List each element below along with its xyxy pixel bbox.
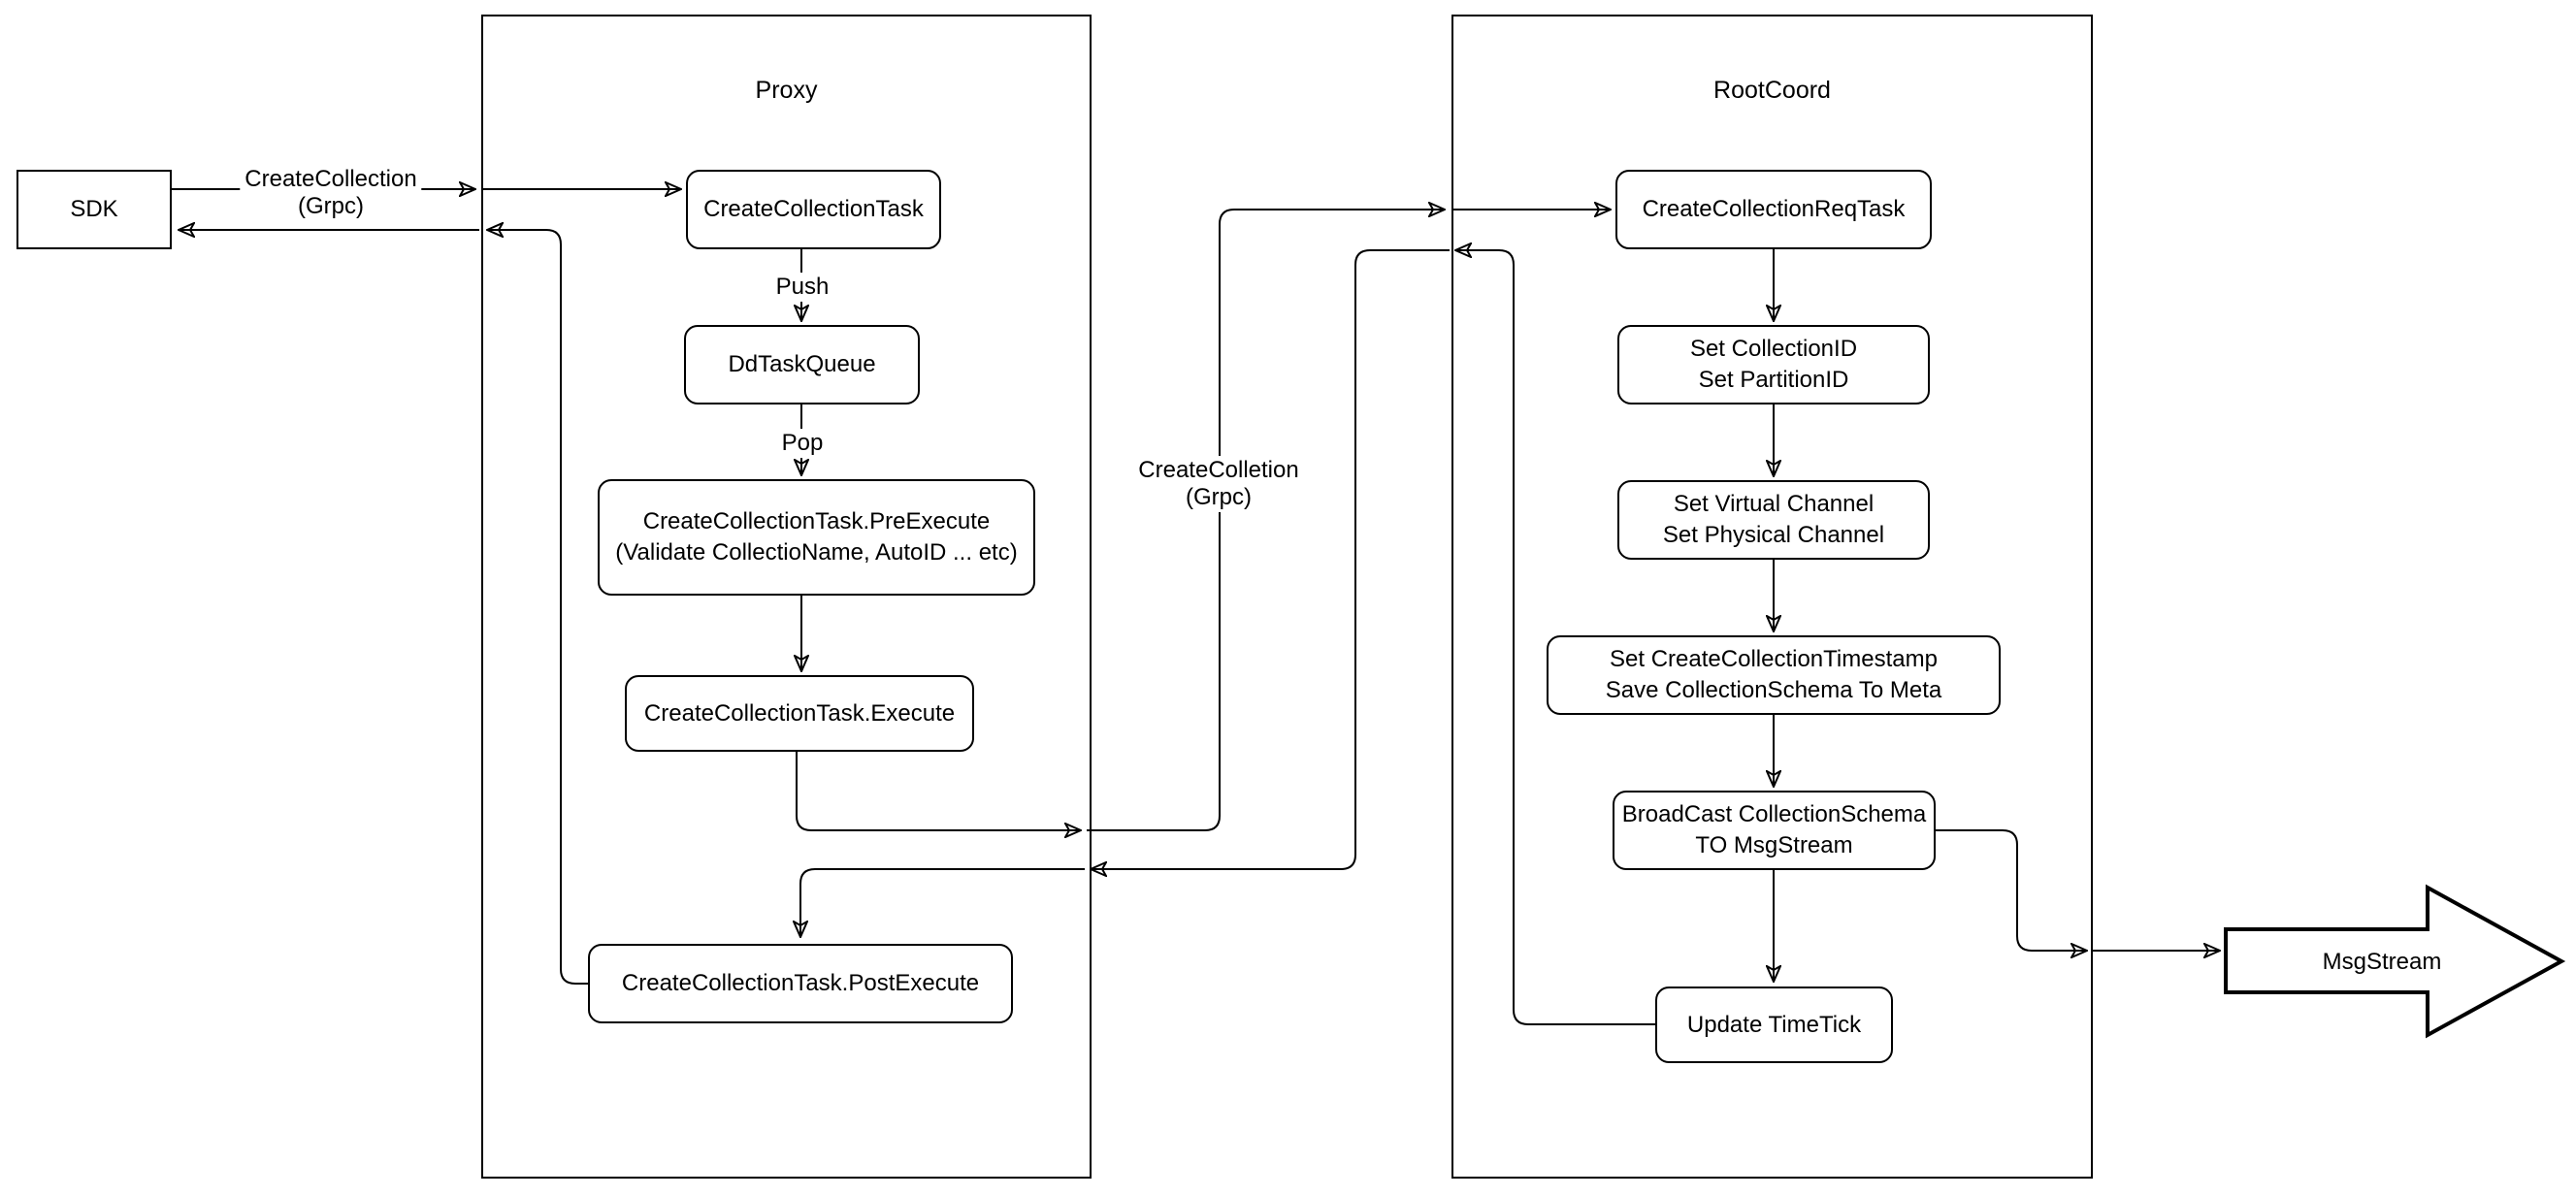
preexecute-node: CreateCollectionTask.PreExecute (Validat… — [598, 479, 1035, 596]
edge-return-down-to-proxy — [1091, 249, 1450, 869]
proxy-container: Proxy — [481, 15, 1092, 1179]
dd-task-queue-node: DdTaskQueue — [684, 325, 920, 404]
postexecute-node: CreateCollectionTask.PostExecute — [588, 944, 1013, 1023]
broadcast-node: BroadCast CollectionSchema TO MsgStream — [1613, 791, 1936, 870]
grpc-request-label-line1: CreateCollection — [245, 166, 417, 192]
execute-node: CreateCollectionTask.Execute — [625, 675, 974, 752]
set-channels-line1: Set Virtual Channel — [1673, 491, 1875, 517]
pop-label: Pop — [776, 429, 829, 458]
set-ids-line1: Set CollectionID — [1689, 336, 1858, 362]
grpc-request-label: CreateCollection (Grpc) — [240, 165, 422, 221]
proxy-title: Proxy — [755, 77, 818, 104]
set-timestamp-node: Set CreateCollectionTimestamp Save Colle… — [1547, 635, 2001, 715]
set-timestamp-line2: Save CollectionSchema To Meta — [1605, 677, 1942, 703]
broadcast-line1: BroadCast CollectionSchema — [1621, 801, 1927, 827]
rootcoord-title: RootCoord — [1713, 77, 1831, 104]
broadcast-line2: TO MsgStream — [1695, 832, 1853, 858]
edge-grpc-up-to-rootcoord — [1087, 210, 1445, 831]
edge-return-to-postexecute — [800, 868, 1085, 937]
create-collection-reqtask-node: CreateCollectionReqTask — [1615, 170, 1932, 249]
edge-timetick-return-up — [1455, 250, 1655, 1025]
edge-execute-out-of-proxy — [796, 752, 1081, 830]
msgstream-label: MsgStream — [2322, 949, 2442, 975]
push-label: Push — [770, 273, 834, 302]
edge-broadcast-out-of-rootcoord — [1936, 829, 2087, 951]
grpc-internal-label: CreateColletion (Grpc) — [1133, 456, 1304, 512]
msgstream-block-arrow — [2224, 884, 2566, 1039]
preexecute-line1: CreateCollectionTask.PreExecute — [642, 508, 991, 534]
grpc-request-label-line2: (Grpc) — [297, 193, 364, 219]
create-collection-task-node: CreateCollectionTask — [686, 170, 941, 249]
set-ids-line2: Set PartitionID — [1698, 367, 1849, 393]
rootcoord-container: RootCoord — [1451, 15, 2093, 1179]
set-channels-line2: Set Physical Channel — [1662, 522, 1885, 548]
set-timestamp-line1: Set CreateCollectionTimestamp — [1610, 646, 1938, 672]
grpc-internal-label-line2: (Grpc) — [1185, 484, 1252, 510]
sdk-node: SDK — [16, 170, 172, 249]
edge-postexecute-out-of-proxy — [487, 230, 588, 985]
grpc-internal-label-line1: CreateColletion — [1138, 457, 1299, 483]
update-timetick-node: Update TimeTick — [1655, 987, 1893, 1063]
preexecute-line2: (Validate CollectioName, AutoID ... etc) — [615, 539, 1018, 566]
set-channels-node: Set Virtual Channel Set Physical Channel — [1617, 480, 1930, 560]
set-ids-node: Set CollectionID Set PartitionID — [1617, 325, 1930, 404]
